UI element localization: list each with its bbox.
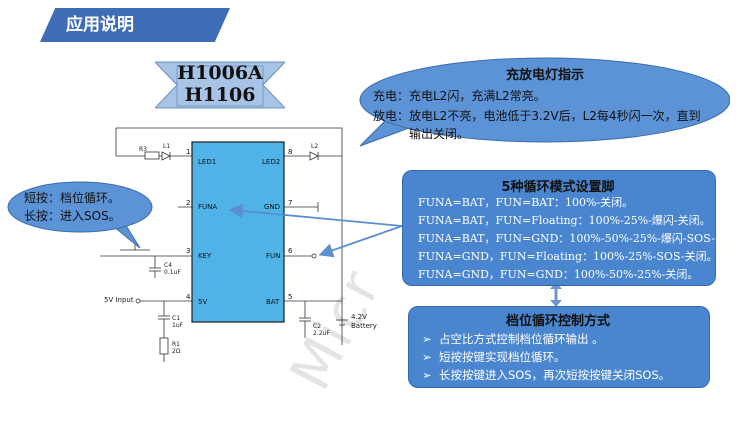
led-bubble-line-2: 放电：放电L2不亮，电池低于3.2V后，L2每4秒闪一次，直到 xyxy=(373,109,701,123)
modes-line-3: FUNA=BAT，FUN=GND：100%-50%-25%-爆闪-SOS-关闭。 xyxy=(418,232,748,245)
pin-label-fun: FUN xyxy=(266,252,281,260)
control-bullet-text-3: 长按按键进入SOS，再次短按按键关闭SOS。 xyxy=(438,368,671,382)
pin-label-funa: FUNA xyxy=(198,203,218,211)
label-c1-value: 1uF xyxy=(172,322,184,329)
chip-name-1: H1006A xyxy=(177,62,263,84)
label-c4: C4 xyxy=(164,262,173,269)
control-box xyxy=(408,306,710,388)
control-bullet-text-1: 占空比方式控制档位循环输出 。 xyxy=(438,332,604,346)
label-battery-voltage: 4.2V xyxy=(351,313,367,321)
modes-line-4: FUNA=GND，FUN=Floating：100%-25%-SOS-关闭。 xyxy=(418,250,718,263)
chip-banner xyxy=(155,61,285,109)
page-title: 应用说明 xyxy=(40,8,230,42)
pin-label-led2: LED2 xyxy=(262,158,281,166)
control-bullet-text-2: 短按按键实现档位循环。 xyxy=(438,350,566,364)
pin-num-5: 5 xyxy=(288,293,293,301)
modes-line-5: FUNA=GND，FUN=GND：100%-50%-25%-关闭。 xyxy=(418,268,699,281)
label-c4-value: 0.1uF xyxy=(164,269,181,276)
pin-num-2: 2 xyxy=(186,199,191,207)
pin-num-3: 3 xyxy=(186,247,191,255)
pin-num-7: 7 xyxy=(288,199,293,207)
pin-label-gnd: GND xyxy=(264,203,281,211)
label-l2: L2 xyxy=(311,143,319,150)
pin-label-led1: LED1 xyxy=(198,158,217,166)
control-box-title: 档位循环控制方式 xyxy=(505,314,610,329)
ic-body xyxy=(191,141,285,323)
modes-line-2: FUNA=BAT，FUN=Floating：100%-25%-爆闪-关闭。 xyxy=(418,214,711,227)
control-bullet-2: ➢ 短按按键实现档位循环。 xyxy=(422,348,565,366)
label-l1: L1 xyxy=(163,143,171,150)
led-bubble-line-3: 输出关闭。 xyxy=(409,127,470,141)
arrow-bullet-icon: ➢ xyxy=(422,332,432,346)
chip-name-2: H1106 xyxy=(184,84,256,106)
modes-box xyxy=(402,170,716,286)
arrow-bullet-icon: ➢ xyxy=(422,368,432,382)
pin-label-bat: BAT xyxy=(266,298,280,306)
arrow-bullet-icon: ➢ xyxy=(422,350,432,364)
modes-line-1: FUNA=BAT，FUN=BAT：100%-关闭。 xyxy=(418,196,634,209)
label-r1: R1 xyxy=(172,341,180,348)
pin-num-6: 6 xyxy=(288,247,293,255)
led-bubble-title: 充放电灯指示 xyxy=(505,68,584,83)
key-bubble-long-press: 长按：进入SOS。 xyxy=(24,209,121,223)
label-r3: R3 xyxy=(139,146,147,153)
key-bubble-short-press: 短按：档位循环。 xyxy=(24,191,121,205)
label-c2-value: 2.2uF xyxy=(313,330,330,337)
pin-label-5v: 5V xyxy=(198,298,208,306)
key-bubble-shape xyxy=(7,181,153,249)
label-5v-input: 5V Input xyxy=(104,296,134,304)
label-c2: C2 xyxy=(313,323,322,330)
pin-num-8: 8 xyxy=(288,148,293,156)
label-r1-value: 2Ω xyxy=(172,348,181,355)
label-c1: C1 xyxy=(172,315,181,322)
led-bubble-shape xyxy=(359,57,730,147)
modes-box-title: 5种循环模式设置脚 xyxy=(501,180,615,195)
pin-num-4: 4 xyxy=(186,293,191,301)
led-bubble-line-1: 充电：充电L2闪，充满L2常亮。 xyxy=(373,89,546,103)
control-bullet-1: ➢ 占空比方式控制档位循环输出 。 xyxy=(422,330,604,348)
control-bullet-3: ➢ 长按按键进入SOS，再次短按按键关闭SOS。 xyxy=(422,366,670,384)
label-battery: Battery xyxy=(351,322,377,330)
pin-num-1: 1 xyxy=(186,148,191,156)
pin-label-key: KEY xyxy=(198,252,212,260)
